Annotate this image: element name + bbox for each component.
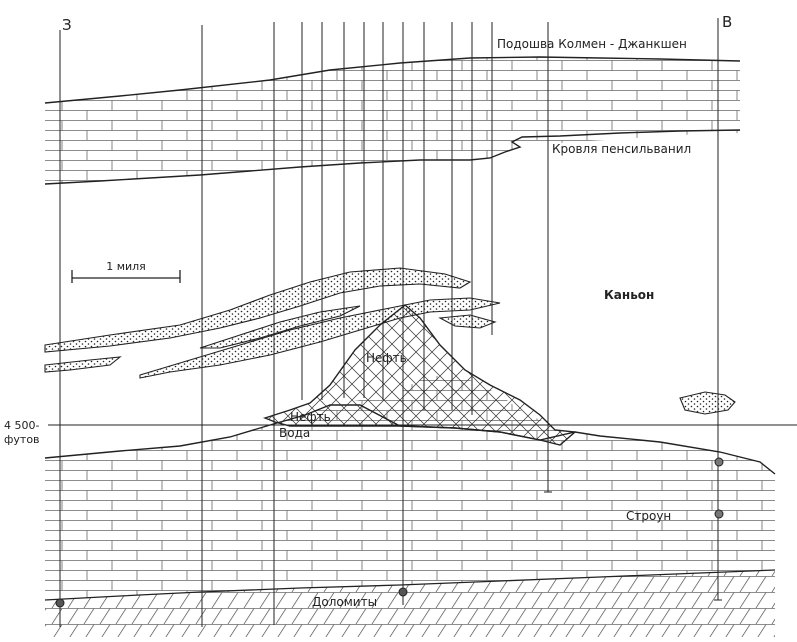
depth-value-label: 4 500- (4, 419, 39, 432)
canyon-base-line (44, 404, 776, 475)
depth-unit-label: футов (4, 433, 40, 446)
water-label: Вода (279, 426, 310, 440)
pennsylvanian-top-label: Кровля пенсильванил (552, 142, 691, 156)
wells (55, 18, 724, 627)
well-show-marker (714, 457, 724, 467)
sand-lens-upper (44, 267, 472, 353)
dolomites-label: Доломиты (312, 595, 377, 609)
sand-lens-east-tip (438, 314, 497, 329)
reef-mound-oil-zone (262, 304, 577, 446)
sand-lenses (44, 267, 736, 415)
sand-lens-east (679, 391, 736, 415)
scale-bar-label: 1 миля (106, 260, 146, 273)
oil-upper-label: Нефть (366, 351, 407, 365)
sand-lens-thin (199, 305, 361, 349)
oil-lower-label: Нефть (290, 410, 331, 424)
canyon-label: Каньон (604, 288, 654, 302)
well-show-marker (398, 587, 408, 597)
sand-lens-small (44, 356, 122, 373)
top-horizon-line (44, 56, 741, 104)
strawn-label: Строун (626, 509, 671, 523)
well-show-marker (714, 509, 724, 519)
dolomite-zone (45, 570, 775, 637)
scale-bar: 1 миля (71, 260, 181, 283)
west-label: З (62, 16, 72, 34)
pennsylvanian-top-line (44, 129, 741, 185)
east-label: В (722, 13, 732, 31)
sand-lens-middle (139, 297, 501, 379)
top-horizon-label: Подошва Колмен - Джанкшен (497, 37, 687, 51)
dolomite-top-line (44, 569, 776, 601)
well-show-marker (55, 598, 65, 608)
